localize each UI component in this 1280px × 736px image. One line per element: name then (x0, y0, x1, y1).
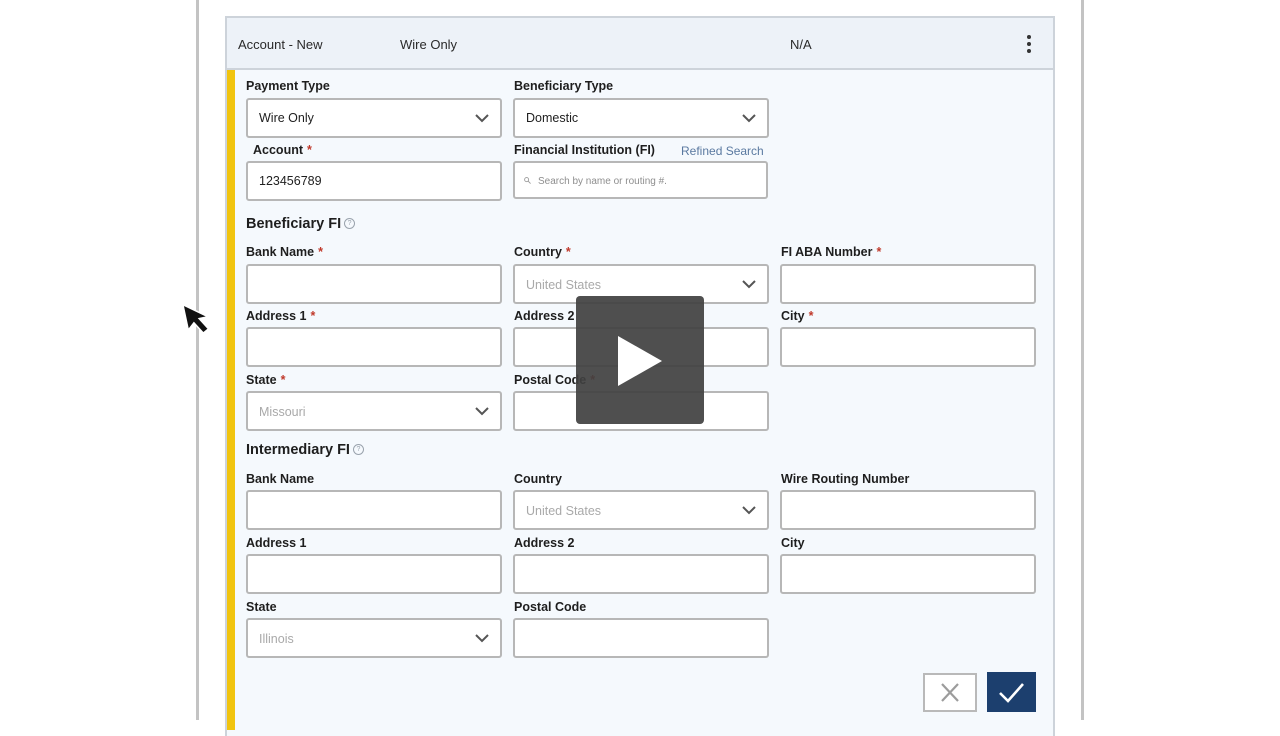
intermediary-postal-label: Postal Code (514, 600, 587, 614)
intermediary-city-label: City (781, 536, 805, 550)
required-marker: * (310, 309, 316, 323)
beneficiary-type-label: Beneficiary Type (514, 79, 614, 93)
required-marker: * (307, 143, 312, 157)
chevron-down-icon (742, 506, 756, 515)
account-input[interactable]: 123456789 (246, 161, 502, 201)
fi-search-input[interactable]: Search by name or routing #. (513, 161, 768, 199)
refined-search-link[interactable]: Refined Search (681, 144, 764, 158)
intermediary-country-label: Country (514, 472, 562, 486)
chevron-down-icon (475, 407, 489, 416)
beneficiary-type-select[interactable]: Domestic (513, 98, 769, 138)
country-label: Country* (514, 245, 571, 259)
accent-bar (227, 70, 235, 730)
intermediary-country-select[interactable]: United States (513, 490, 769, 530)
chevron-down-icon (742, 114, 756, 123)
intermediary-state-select[interactable]: Illinois (246, 618, 502, 658)
chevron-down-icon (742, 280, 756, 289)
intermediary-address2-input[interactable] (513, 554, 769, 594)
chevron-down-icon (475, 634, 489, 643)
intermediary-city-input[interactable] (780, 554, 1036, 594)
required-marker: * (565, 245, 571, 259)
city-input[interactable] (780, 327, 1036, 367)
fi-label: Financial Institution (FI) (514, 143, 655, 157)
intermediary-address2-label: Address 2 (514, 536, 575, 550)
beneficiary-card: Account - New Wire Only N/A Payment Type… (225, 16, 1055, 736)
account-label: Account* (253, 143, 312, 157)
help-icon[interactable]: ? (344, 218, 356, 229)
mouse-cursor-icon (182, 303, 211, 335)
intermediary-fi-title: Intermediary FI? (246, 442, 364, 458)
intermediary-state-value: Illinois (259, 632, 294, 646)
state-select[interactable]: Missouri (246, 391, 502, 431)
payment-type-label: Payment Type (246, 79, 330, 93)
state-label: State* (246, 373, 286, 387)
intermediary-country-value: United States (526, 504, 602, 518)
play-icon (618, 336, 662, 386)
fi-search-placeholder: Search by name or routing #. (538, 176, 667, 187)
bank-name-label: Bank Name* (246, 245, 323, 259)
payment-type-value: Wire Only (259, 111, 314, 125)
card-header[interactable]: Account - New Wire Only N/A (227, 18, 1053, 70)
wire-routing-input[interactable] (780, 490, 1036, 530)
beneficiary-type-value: Domestic (526, 111, 579, 125)
account-value: 123456789 (259, 174, 322, 188)
intermediary-address1-label: Address 1 (246, 536, 307, 550)
right-frame-border (1081, 0, 1084, 720)
header-account-label: Account - New (238, 37, 323, 52)
intermediary-postal-input[interactable] (513, 618, 769, 658)
country-value: United States (526, 278, 602, 292)
fi-aba-label: FI ABA Number* (781, 245, 882, 259)
check-icon (999, 683, 1024, 703)
address1-input[interactable] (246, 327, 502, 367)
required-marker: * (280, 373, 286, 387)
intermediary-address1-input[interactable] (246, 554, 502, 594)
video-play-button[interactable] (576, 296, 704, 424)
required-marker: * (318, 245, 323, 259)
confirm-button[interactable] (987, 672, 1036, 712)
help-icon[interactable]: ? (352, 444, 364, 455)
beneficiary-fi-title: Beneficiary FI? (246, 216, 356, 232)
required-marker: * (808, 309, 814, 323)
required-marker: * (876, 245, 882, 259)
cancel-button[interactable] (923, 673, 977, 712)
chevron-down-icon (475, 114, 489, 123)
city-label: City* (781, 309, 814, 323)
header-status: N/A (790, 37, 812, 52)
intermediary-state-label: State (246, 600, 277, 614)
close-icon (941, 683, 959, 702)
payment-type-select[interactable]: Wire Only (246, 98, 502, 138)
state-value: Missouri (259, 405, 306, 419)
header-payment-summary: Wire Only (400, 37, 458, 52)
left-frame-border (196, 0, 199, 720)
intermediary-bank-name-input[interactable] (246, 490, 502, 530)
wire-routing-label: Wire Routing Number (781, 472, 910, 486)
bank-name-input[interactable] (246, 264, 502, 304)
fi-aba-input[interactable] (780, 264, 1036, 304)
address2-label: Address 2 (514, 309, 575, 323)
kebab-menu-icon[interactable] (1019, 32, 1039, 58)
intermediary-bank-name-label: Bank Name (246, 472, 315, 486)
search-icon (524, 177, 531, 184)
address1-label: Address 1* (246, 309, 316, 323)
